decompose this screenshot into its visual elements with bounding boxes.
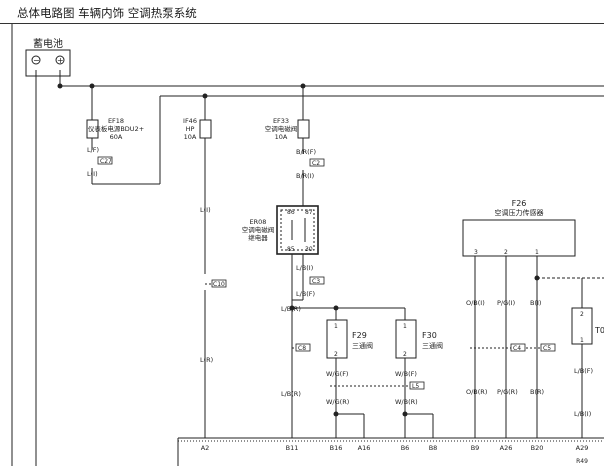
connector-c3: C3 — [312, 278, 320, 285]
wire-wbr: W/B(R) — [395, 398, 418, 406]
relay-pin-86: 86 — [287, 209, 295, 216]
f30-id: F30 — [422, 331, 437, 340]
wire-lbr: L/B(R) — [281, 305, 301, 313]
relay-pin-30: 30 — [305, 246, 313, 253]
t0-pin-1: 1 — [580, 337, 584, 344]
wire-pgi: P/G(I) — [497, 299, 515, 307]
fuse-ef33-name: 空调电磁阀 — [265, 124, 298, 133]
wire-li-left: L(I) — [200, 206, 211, 214]
connector-c27: C27 — [100, 158, 112, 165]
bottom-pin-a16: A16 — [358, 444, 371, 452]
t0-id: T0 — [594, 326, 604, 335]
wire-br: B(R) — [530, 388, 544, 396]
f29-box — [326, 319, 348, 359]
wire-lbi: L/B(I) — [296, 264, 313, 272]
wire-lbf2: L/B(F) — [574, 367, 593, 375]
f30-pin-2: 2 — [403, 351, 407, 358]
battery-symbol — [25, 49, 71, 77]
relay-er08-box — [276, 205, 319, 255]
relay-line1: 空调电磁阀 — [242, 225, 275, 234]
wire-lf: L/F) — [87, 146, 99, 154]
connector-c4: C4 — [513, 345, 521, 352]
f26-id: F26 — [512, 199, 527, 208]
fuse-ef18-name: 仪表板电源BDU2+ — [88, 124, 144, 133]
connector-c5: C5 — [543, 345, 551, 352]
f26-pin-1: 1 — [535, 249, 539, 256]
wire-bri: B/R(I) — [296, 172, 314, 180]
f26-box — [462, 219, 576, 257]
connector-c8: C8 — [298, 345, 306, 352]
wire-obr: O/B(R) — [466, 388, 487, 396]
battery-label: 蓄电池 — [33, 37, 63, 50]
f30-pin-1: 1 — [403, 323, 407, 330]
junction-dots — [57, 83, 540, 417]
fuse-ef18-rating: 60A — [110, 133, 123, 141]
f26-pin-2: 2 — [504, 249, 508, 256]
wire-lbf: L/B(F) — [296, 290, 315, 298]
page-header: 总体电路图 车辆内饰 空调热泵系统 — [0, 0, 604, 24]
module-code: R49 — [576, 458, 588, 465]
wire-wgr: W/G(R) — [326, 398, 349, 406]
bottom-pin-b11: B11 — [286, 444, 299, 452]
wire-wbf: W/B(F) — [395, 370, 417, 378]
fuse-if46-name: HP — [186, 125, 195, 133]
wire-l1: L(I) — [87, 170, 98, 178]
t0-pin-2: 2 — [580, 311, 584, 318]
f29-pin-2: 2 — [334, 351, 338, 358]
f26-name: 空调压力传感器 — [495, 208, 544, 217]
page-title: 总体电路图 车辆内饰 空调热泵系统 — [17, 6, 197, 20]
wire-obi: O/B(I) — [466, 299, 485, 307]
relay-pin-87: 87 — [305, 209, 313, 216]
bottom-pin-b6: B6 — [401, 444, 410, 452]
wire-bi: B(I) — [530, 299, 541, 307]
f29-name: 三通阀 — [352, 341, 373, 350]
bottom-pin-a26: A26 — [500, 444, 513, 452]
fuse-ef18-id: EF18 — [108, 117, 124, 125]
connector-c10: C10 — [213, 281, 225, 288]
connector-c2: C2 — [312, 160, 320, 167]
connector-l5: L5 — [412, 383, 419, 390]
relay-line2: 继电器 — [248, 233, 268, 242]
battery-minus: − — [33, 56, 40, 65]
wire-brf: B/R(F) — [296, 148, 316, 156]
bottom-pin-b8: B8 — [429, 444, 438, 452]
wire-wgf: W/G(F) — [326, 370, 348, 378]
f26-pin-3: 3 — [474, 249, 478, 256]
f29-id: F29 — [352, 331, 367, 340]
f29-pin-1: 1 — [334, 323, 338, 330]
fuse-if46-rating: 10A — [184, 133, 197, 141]
relay-id: ER08 — [250, 218, 267, 226]
bottom-pin-a29: A29 — [576, 444, 589, 452]
fuse-ef33-id: EF33 — [273, 117, 289, 125]
fuse-ef33-rating: 10A — [275, 133, 288, 141]
relay-pin-85: 85 — [287, 246, 295, 253]
f30-box — [395, 319, 417, 359]
wire-lbr2: L/B(R) — [281, 390, 301, 398]
wire-lbi2: L/B(I) — [574, 410, 591, 418]
bottom-pin-b9: B9 — [471, 444, 480, 452]
battery-plus: + — [57, 56, 64, 65]
wire-pgr: P/G(R) — [497, 388, 518, 396]
bottom-pin-b20: B20 — [531, 444, 544, 452]
fuse-if46-id: IF46 — [183, 117, 197, 125]
bottom-pin-b16: B16 — [330, 444, 343, 452]
f30-name: 三通阀 — [422, 341, 443, 350]
wire-lr: L(R) — [200, 356, 213, 364]
bottom-pin-a2: A2 — [201, 444, 210, 452]
